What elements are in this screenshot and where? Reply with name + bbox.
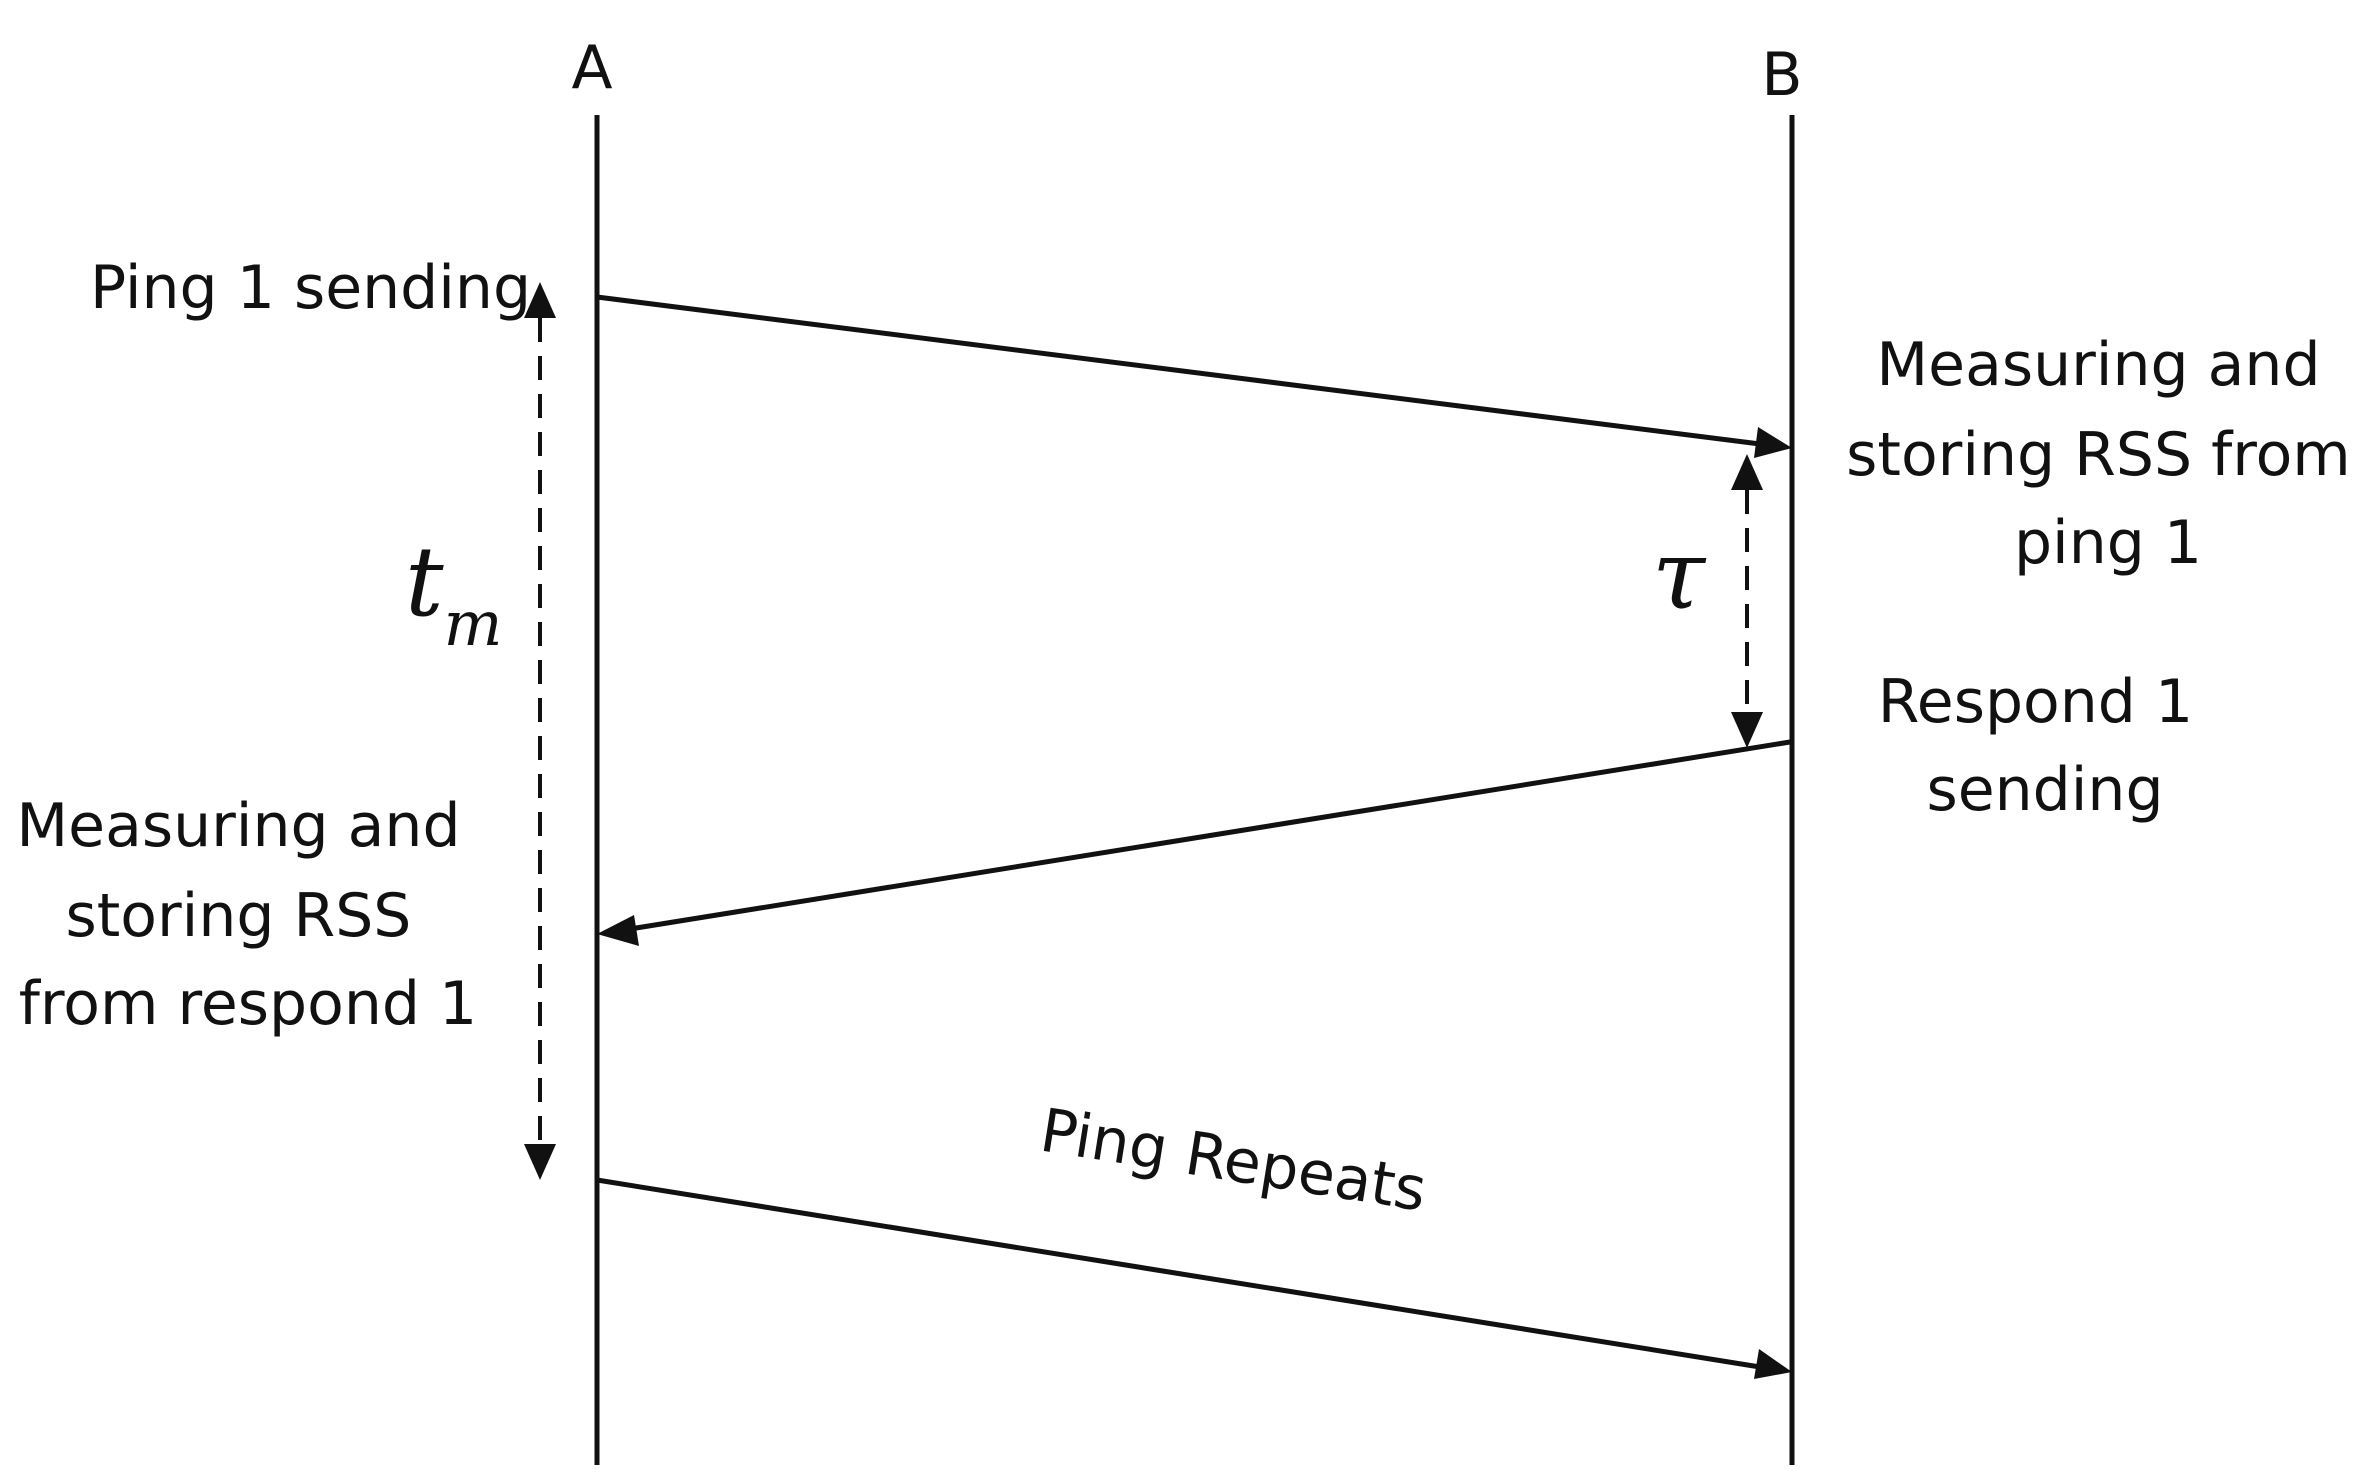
tm-symbol-base: t <box>405 526 444 638</box>
lifeline-b-label: B <box>1761 40 1802 110</box>
a-measuring-line-2: storing RSS <box>66 881 412 951</box>
respond-line-2: sending <box>1926 755 2163 825</box>
respond-line-1: Respond 1 <box>1878 667 2193 737</box>
a-measuring-line-1: Measuring and <box>16 791 460 861</box>
lifeline-a-label: A <box>571 33 612 103</box>
b-measuring-line-1: Measuring and <box>1876 330 2320 400</box>
ping-repeat-message-arrow <box>596 1177 1792 1379</box>
respond-1-sending-label: Respond 1 sending <box>1878 667 2212 825</box>
tm-interval-arrow <box>524 282 556 1180</box>
b-measuring-line-3: ping 1 <box>2014 508 2202 578</box>
respond-1-message-arrow <box>597 739 1791 946</box>
ping-1-message-arrow <box>596 294 1792 458</box>
tm-symbol: tm <box>405 526 502 660</box>
b-measuring-label: Measuring and storing RSS from ping 1 <box>1846 330 2360 578</box>
ping-repeats-label: Ping Repeats <box>1036 1096 1431 1226</box>
a-measuring-line-3: from respond 1 <box>19 969 477 1039</box>
b-measuring-line-2: storing RSS from <box>1846 420 2351 490</box>
tau-symbol: τ <box>1652 519 1707 631</box>
a-measuring-label: Measuring and storing RSS from respond 1 <box>16 791 479 1039</box>
ping-1-sending-label: Ping 1 sending <box>90 253 531 323</box>
tm-symbol-subscript: m <box>444 587 503 660</box>
tau-interval-arrow <box>1731 454 1763 748</box>
